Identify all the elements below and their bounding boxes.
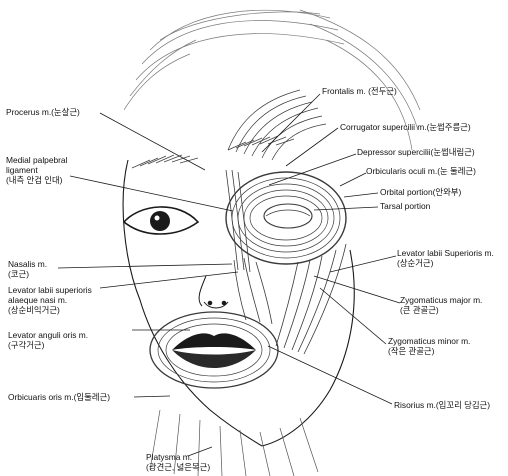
label-procerus: Procerus m.(눈살근) <box>6 107 80 117</box>
label-zygomaticus-minor: Zygomaticus minor m. (작은 관골근) <box>388 336 470 356</box>
label-orbital-portion: Orbital portion(안와부) <box>380 187 461 197</box>
label-frontalis: Frontalis m. (전두근) <box>322 86 397 96</box>
label-risorius: Risorius m.(입꼬리 당김근) <box>394 400 490 410</box>
eyebrow-hatching <box>132 136 294 168</box>
orbicularis-oris-muscle <box>150 312 278 388</box>
face-outline <box>123 160 354 446</box>
label-platysma: Platysma m. (광견근, 넓은목근) <box>146 452 210 472</box>
label-orbicularis-oris: Orbicuaris oris m.(입둘레근) <box>8 392 110 402</box>
cheek-muscle-bands <box>226 170 346 354</box>
frontalis-muscle <box>228 90 326 160</box>
eye-left <box>124 207 198 234</box>
label-levator-labii-superioris: Levator labii Superioris m. (상순거근) <box>397 248 494 268</box>
label-corrugator: Corrugator supercilii m.(눈썹주름근) <box>340 122 471 132</box>
label-levator-labii-alaeque: Levator labii superioris alaeque nasi m.… <box>8 285 92 315</box>
label-levator-anguli-oris: Levator anguli oris m. (구각거근) <box>8 330 88 350</box>
label-depressor: Depressor supercilii(눈썹내림근) <box>357 147 475 157</box>
lips <box>172 333 256 368</box>
label-nasalis: Nasalis m. (코근) <box>8 259 47 279</box>
label-zygomaticus-major: Zygomaticus major m. (큰 관골근) <box>400 295 482 315</box>
nose <box>199 276 228 308</box>
label-tarsal-portion: Tarsal portion <box>380 201 430 211</box>
label-medial-palpebral-ligament: Medial palpebral ligament (내측 안검 인대) <box>6 155 67 185</box>
label-orbicularis-oculi: Orbicularis oculi m.(눈 둘레근) <box>366 166 476 176</box>
